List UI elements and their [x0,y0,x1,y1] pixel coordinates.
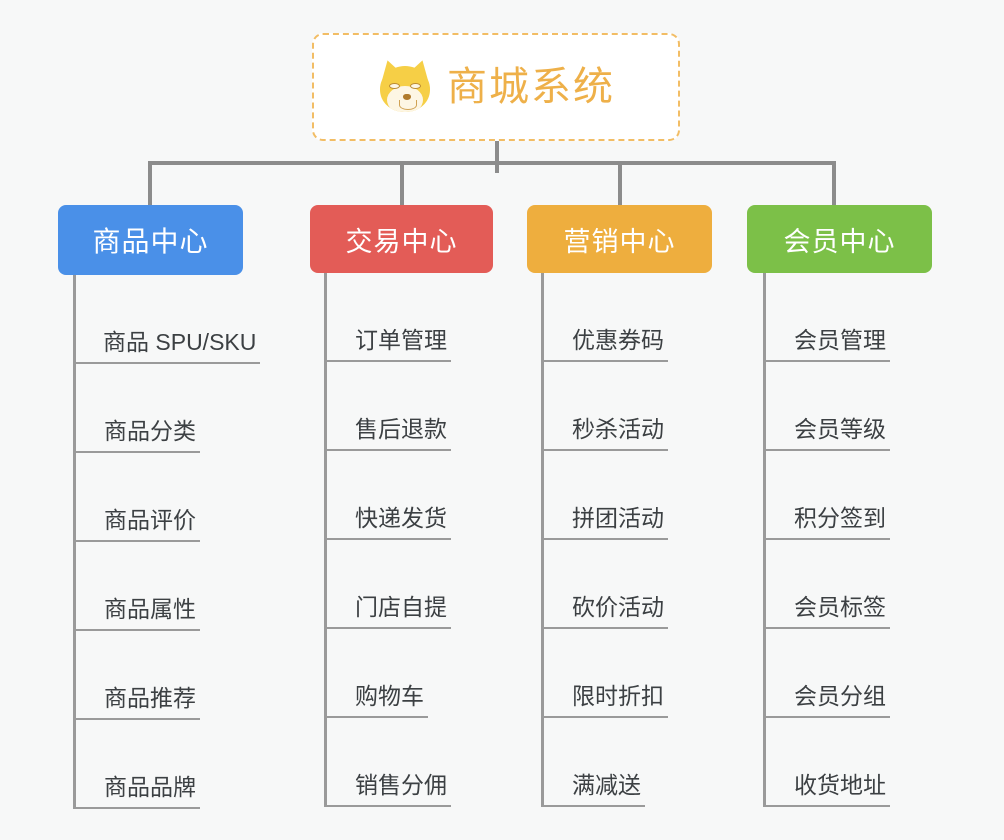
leaf-label: 收货地址 [766,774,890,807]
branch-trade-center: 交易中心 订单管理 售后退款 快递发货 门店自提 购物车 销售分佣 [310,205,493,807]
shiba-dog-face-icon [376,57,434,115]
leaf-label: 商品分类 [76,420,200,453]
leaf-item[interactable]: 收货地址 [766,718,932,807]
branch-product-center: 商品中心 商品 SPU/SKU 商品分类 商品评价 商品属性 商品推荐 商品品牌 [58,205,261,809]
connector-horizontal-bus [148,161,834,165]
leaf-item[interactable]: 订单管理 [327,273,493,362]
category-title: 商品中心 [92,226,209,257]
leaf-label: 砍价活动 [544,596,668,629]
category-title: 营销中心 [563,226,676,257]
leaf-list-trade: 订单管理 售后退款 快递发货 门店自提 购物车 销售分佣 [324,273,493,807]
root-title: 商城系统 [447,65,615,109]
connector-drop-member [832,161,836,205]
leaf-item[interactable]: 购物车 [327,629,493,718]
leaf-label: 门店自提 [327,596,451,629]
leaf-label: 销售分佣 [327,774,451,807]
leaf-label: 会员标签 [766,596,890,629]
leaf-item[interactable]: 商品品牌 [76,720,260,809]
category-header-member[interactable]: 会员中心 [747,205,932,273]
leaf-item[interactable]: 快递发货 [327,451,493,540]
leaf-item[interactable]: 商品分类 [76,364,260,453]
leaf-list-product: 商品 SPU/SKU 商品分类 商品评价 商品属性 商品推荐 商品品牌 [73,275,261,809]
leaf-label: 商品 SPU/SKU [76,331,261,364]
leaf-item[interactable]: 砍价活动 [544,540,712,629]
leaf-item[interactable]: 会员等级 [766,362,932,451]
leaf-item[interactable]: 满减送 [544,718,712,807]
leaf-label: 商品属性 [76,598,200,631]
leaf-item[interactable]: 拼团活动 [544,451,712,540]
leaf-item[interactable]: 销售分佣 [327,718,493,807]
category-header-trade[interactable]: 交易中心 [310,205,493,273]
leaf-item[interactable]: 商品评价 [76,453,260,542]
leaf-item[interactable]: 商品 SPU/SKU [76,275,261,364]
leaf-item[interactable]: 优惠券码 [544,273,712,362]
leaf-item[interactable]: 积分签到 [766,451,932,540]
leaf-item[interactable]: 商品推荐 [76,631,260,720]
leaf-label: 会员分组 [766,685,890,718]
leaf-label: 秒杀活动 [544,418,668,451]
connector-root-stem [495,141,499,173]
leaf-item[interactable]: 会员管理 [766,273,932,362]
leaf-label: 拼团活动 [544,507,668,540]
leaf-label: 购物车 [327,685,428,718]
branch-marketing-center: 营销中心 优惠券码 秒杀活动 拼团活动 砍价活动 限时折扣 满减送 [527,205,712,807]
leaf-label: 商品品牌 [76,776,200,809]
leaf-label: 售后退款 [327,418,451,451]
leaf-label: 会员管理 [766,329,890,362]
connector-drop-product [148,161,152,205]
category-title: 交易中心 [345,226,458,257]
leaf-item[interactable]: 售后退款 [327,362,493,451]
leaf-item[interactable]: 限时折扣 [544,629,712,718]
leaf-item[interactable]: 商品属性 [76,542,260,631]
leaf-label: 优惠券码 [544,329,668,362]
leaf-label: 会员等级 [766,418,890,451]
leaf-label: 限时折扣 [544,685,668,718]
leaf-item[interactable]: 秒杀活动 [544,362,712,451]
leaf-label: 满减送 [544,774,645,807]
leaf-item[interactable]: 会员标签 [766,540,932,629]
leaf-label: 积分签到 [766,507,890,540]
leaf-list-marketing: 优惠券码 秒杀活动 拼团活动 砍价活动 限时折扣 满减送 [541,273,712,807]
connector-drop-trade [400,161,404,205]
root-node[interactable]: 商城系统 [312,33,680,141]
leaf-label: 快递发货 [327,507,451,540]
category-header-marketing[interactable]: 营销中心 [527,205,712,273]
branch-member-center: 会员中心 会员管理 会员等级 积分签到 会员标签 会员分组 收货地址 [747,205,932,807]
category-header-product[interactable]: 商品中心 [58,205,243,275]
connector-drop-marketing [618,161,622,205]
leaf-list-member: 会员管理 会员等级 积分签到 会员标签 会员分组 收货地址 [763,273,932,807]
leaf-label: 商品评价 [76,509,200,542]
category-title: 会员中心 [783,226,896,257]
leaf-label: 订单管理 [327,329,451,362]
leaf-item[interactable]: 门店自提 [327,540,493,629]
leaf-label: 商品推荐 [76,687,200,720]
leaf-item[interactable]: 会员分组 [766,629,932,718]
